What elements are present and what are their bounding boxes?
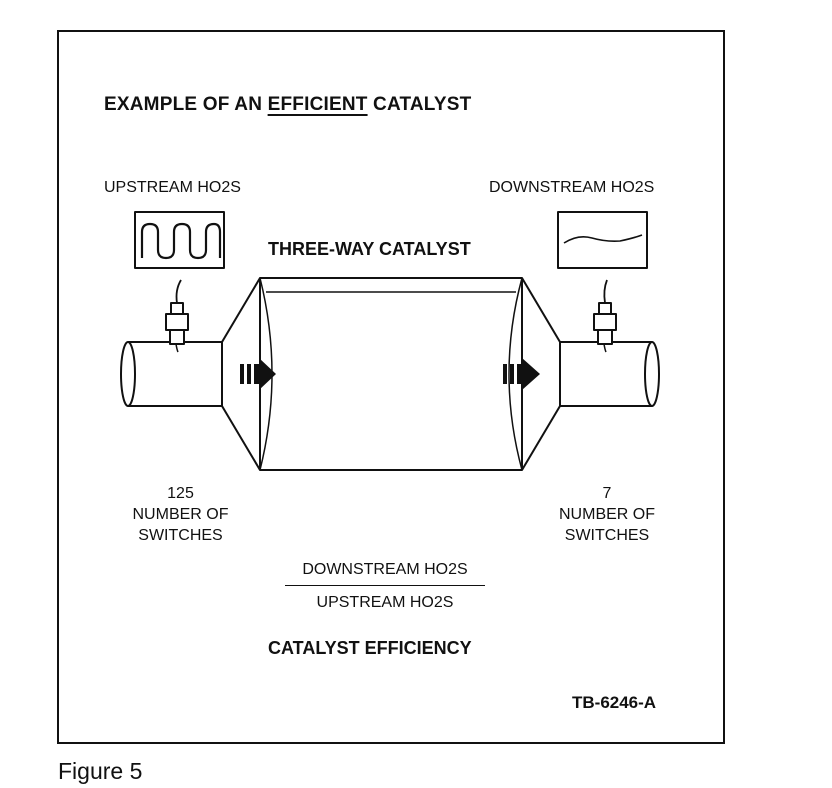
downstream-switch-number: 7: [602, 485, 612, 502]
title-suffix: CATALYST: [367, 94, 472, 115]
outlet-flow-arrow-icon: [503, 358, 540, 390]
upstream-sensor-label: UPSTREAM HO2S: [104, 179, 241, 196]
upstream-switch-number: 125: [167, 485, 194, 502]
downstream-sensor: [593, 279, 617, 353]
upstream-switch-label-line1: NUMBER OF: [132, 506, 229, 523]
upstream-square-wave: [140, 222, 222, 260]
inlet-pipe: [120, 341, 222, 407]
reference-code: TB-6246-A: [572, 693, 657, 712]
figure-caption: Figure 5: [58, 758, 143, 784]
upstream-waveform-display: [134, 211, 225, 269]
downstream-switch-count: 7 NUMBER OF SWITCHES: [532, 483, 682, 546]
upstream-switch-count: 125 NUMBER OF SWITCHES: [108, 483, 253, 546]
downstream-switch-label-line2: SWITCHES: [564, 527, 650, 544]
figure-frame: [57, 30, 725, 744]
outlet-pipe: [560, 341, 660, 407]
ratio-denominator: UPSTREAM HO2S: [316, 594, 454, 611]
title-emphasis: EFFICIENT: [267, 94, 368, 115]
downstream-switch-label-line1: NUMBER OF: [559, 506, 655, 523]
downstream-flat-wave: [563, 234, 643, 244]
flow-arrows: [240, 358, 540, 390]
upstream-sensor: [165, 279, 189, 353]
diagram-title: EXAMPLE OF AN EFFICIENT CATALYST: [104, 95, 471, 114]
catalyst-label: THREE-WAY CATALYST: [268, 239, 471, 259]
inlet-flow-arrow-icon: [240, 358, 276, 390]
ratio-numerator: DOWNSTREAM HO2S: [285, 561, 485, 586]
downstream-waveform-display: [557, 211, 648, 269]
title-prefix: EXAMPLE OF AN: [104, 94, 268, 115]
downstream-sensor-label: DOWNSTREAM HO2S: [489, 179, 655, 196]
efficiency-label: CATALYST EFFICIENCY: [268, 638, 472, 658]
efficiency-ratio: DOWNSTREAM HO2S UPSTREAM HO2S: [285, 561, 485, 612]
upstream-switch-label-line2: SWITCHES: [138, 527, 223, 544]
